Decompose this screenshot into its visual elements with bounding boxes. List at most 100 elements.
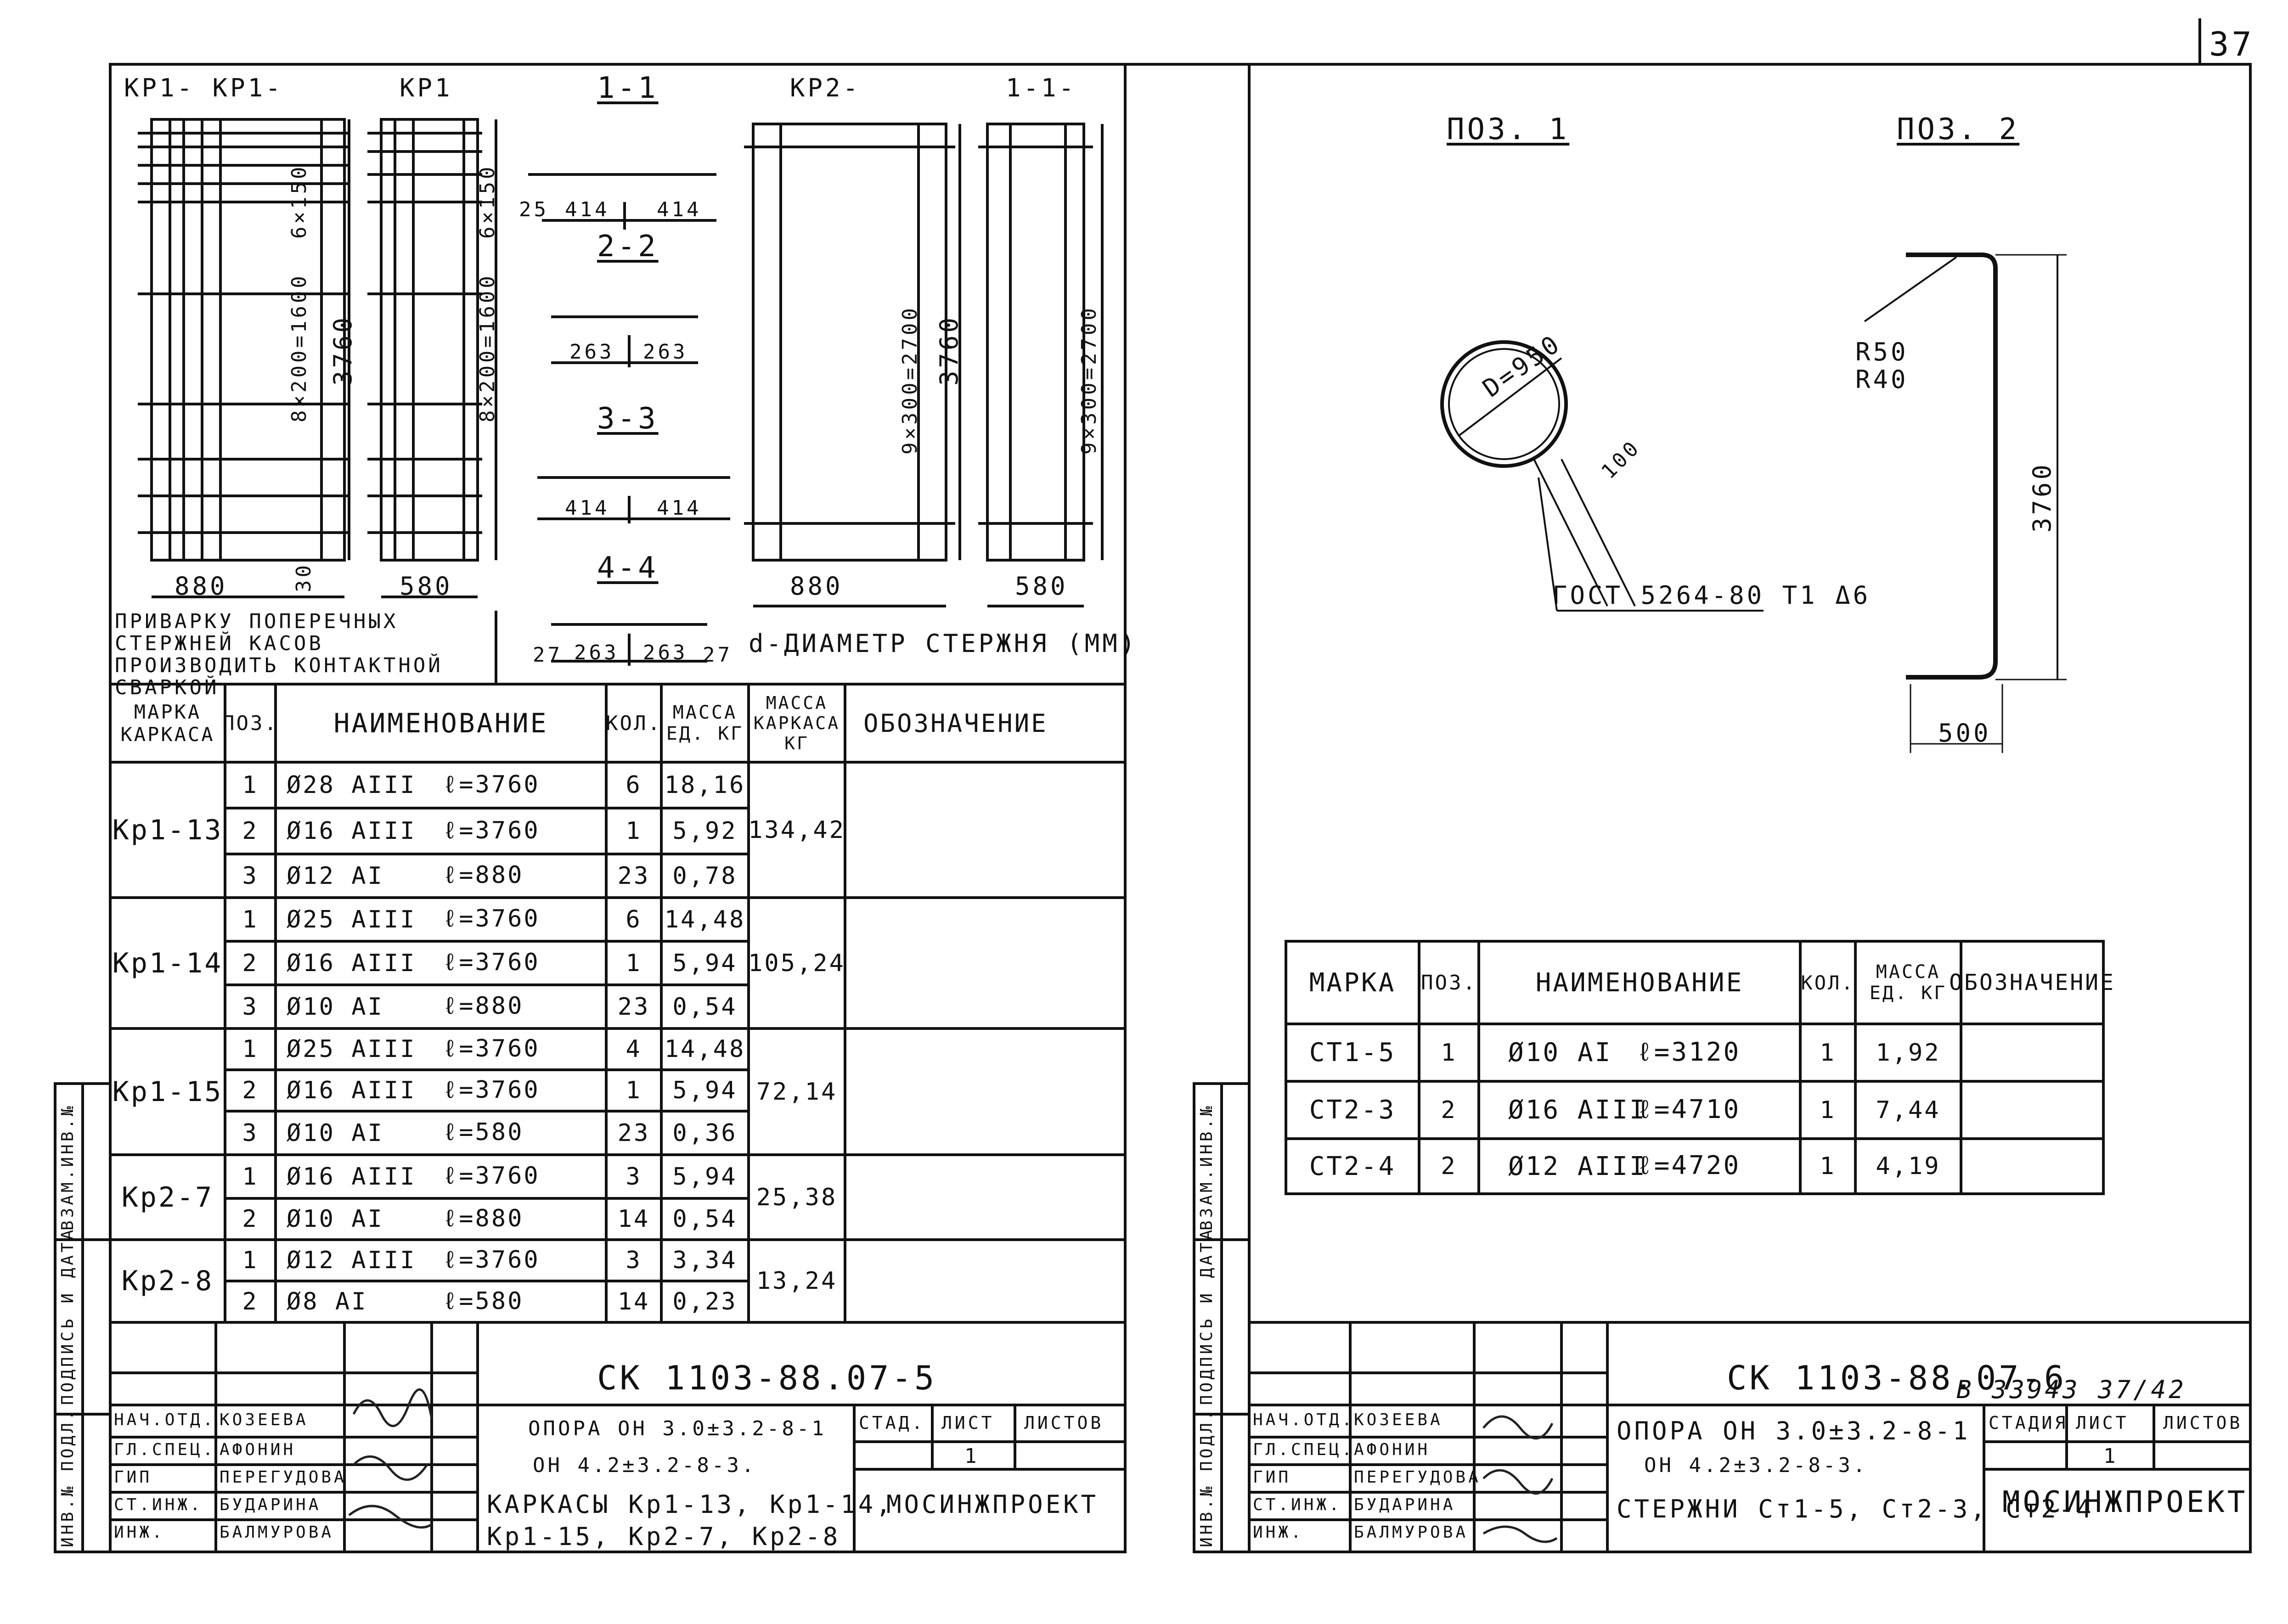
dim-3760-b: 3760 [935, 315, 964, 386]
left-sheet-label: ЛИСТ [941, 1413, 995, 1433]
th-unit-mass: МАССА ЕД. КГ [666, 702, 744, 744]
th-qty: КОЛ. [606, 711, 662, 735]
left-title-line2: ОН 4.2±3.2-8-3. [533, 1454, 757, 1477]
right-sheet-number: 1 [2103, 1444, 2119, 1468]
dim-580-b: 580 [1015, 572, 1068, 601]
length-cell: ℓ=3760 [443, 905, 540, 933]
name-cell: Ø12 АIII [287, 1247, 417, 1274]
right-stamp-role: НАЧ.ОТД. [1253, 1410, 1355, 1429]
th-frame-mark: МАРКА КАРКАСА [120, 701, 215, 746]
left-stamp-role: ИНЖ. [114, 1523, 165, 1542]
left-title-line4: Кр1-15, Кр2-7, Кр2-8 [487, 1522, 841, 1551]
pos-cell: 3 [242, 993, 259, 1021]
qty-cell: 14 [617, 1288, 650, 1315]
dim-880-a: 880 [175, 572, 228, 601]
frame-mass-cell: 25,38 [756, 1183, 838, 1211]
rt-th-qty: КОЛ. [1801, 971, 1855, 994]
rt-th-pos: ПОЗ. [1421, 971, 1477, 995]
qty-cell: 4 [626, 1035, 642, 1063]
rt-th-name: НАИМЕНОВАНИЕ [1535, 967, 1744, 998]
pos-cell: 2 [242, 817, 259, 845]
left-side-label-replace: ВЗАМ.ИНВ.№ [58, 1103, 77, 1231]
pos-cell: 2 [242, 1205, 259, 1233]
right-stamp-name: АФОНИН [1354, 1440, 1431, 1459]
name-cell: Ø25 АIII [287, 905, 417, 933]
dim-580-a: 580 [400, 572, 453, 601]
dim-9x300-a: 9×300=2700 [898, 305, 922, 455]
dim-414-a: 414 [565, 198, 610, 221]
left-stage-label: СТАД. [859, 1413, 925, 1433]
unit-mass-cell: 3,34 [672, 1247, 738, 1274]
section-1-1-label: 1-1 [597, 71, 659, 105]
unit-mass-cell: 5,92 [672, 817, 738, 845]
pos-cell: 1 [242, 905, 259, 933]
cage-kp2b-label: 1-1- [1006, 73, 1077, 102]
length-cell: ℓ=3760 [443, 1162, 540, 1190]
left-side-label-inventory: ИНВ.№ ПОДЛ. [58, 1407, 77, 1547]
section-3-3-label: 3-3 [597, 402, 659, 436]
rt-length-cell: ℓ=3120 [1637, 1037, 1741, 1067]
unit-mass-cell: 18,16 [664, 771, 746, 799]
bar-length-3760: 3760 [2028, 461, 2057, 533]
name-cell: Ø10 АI [287, 1119, 384, 1147]
dim-8x200-a: 8×200=1600 [287, 273, 311, 422]
length-cell: ℓ=580 [443, 1287, 524, 1315]
rt-qty-cell: 1 [1820, 1152, 1836, 1180]
qty-cell: 23 [617, 993, 650, 1021]
length-cell: ℓ=3760 [443, 1076, 540, 1104]
length-cell: ℓ=580 [443, 1118, 524, 1146]
length-cell: ℓ=880 [443, 861, 524, 889]
position-1-label: ПОЗ. 1 [1447, 112, 1570, 146]
qty-cell: 6 [626, 905, 642, 933]
left-sheet-number: 1 [964, 1444, 980, 1468]
right-side-label-signature: ПОДПИСЬ И ДАТА [1197, 1227, 1216, 1405]
unit-mass-cell: 0,36 [672, 1119, 738, 1147]
unit-mass-cell: 14,48 [664, 1035, 746, 1063]
right-sheets-label: ЛИСТОВ [2163, 1413, 2243, 1433]
qty-cell: 1 [626, 817, 642, 845]
th-frame-mass: МАССА КАРКАСА КГ [753, 693, 840, 753]
name-cell: Ø28 АIII [287, 771, 417, 799]
right-organization: МОСИНЖПРОЕКТ [2002, 1485, 2248, 1519]
name-cell: Ø25 АIII [287, 1035, 417, 1063]
rt-name-cell: Ø12 АIII [1508, 1151, 1647, 1181]
left-doc-code: СК 1103-88.07-5 [597, 1359, 937, 1397]
name-cell: Ø16 АIII [287, 817, 417, 845]
left-title-line1: ОПОРА ОН 3.0±3.2-8-1 [528, 1417, 827, 1440]
left-stamp-name: ПЕРЕГУДОВА [220, 1468, 347, 1487]
dim-8x200-b: 8×200=1600 [476, 273, 499, 422]
unit-mass-cell: 0,54 [672, 993, 738, 1021]
cage-kp1-pair-label: КР1- КР1- [124, 73, 283, 102]
right-side-label-replace: ВЗАМ.ИНВ.№ [1197, 1103, 1216, 1231]
length-cell: ℓ=3760 [443, 949, 540, 976]
length-cell: ℓ=880 [443, 1204, 524, 1232]
pos-cell: 1 [242, 1035, 259, 1063]
left-sheets-label: ЛИСТОВ [1024, 1413, 1104, 1433]
length-cell: ℓ=3760 [443, 816, 540, 844]
frame-mass-cell: 134,42 [748, 816, 845, 844]
pos-cell: 1 [242, 1247, 259, 1274]
rt-length-cell: ℓ=4710 [1637, 1094, 1741, 1124]
left-stamp-role: НАЧ.ОТД. [114, 1410, 216, 1429]
left-stamp-name: КОЗЕЕВА [220, 1410, 309, 1429]
rt-unit-mass-cell: 1,92 [1876, 1039, 1941, 1067]
frame-mark-cell: Кр1-14 [112, 947, 223, 979]
rt-mark-cell: СТ1-5 [1309, 1038, 1396, 1068]
pos-cell: 2 [242, 949, 259, 977]
left-stamp-role: ГИП [114, 1468, 152, 1487]
dim-30: 30 [292, 562, 316, 592]
name-cell: Ø16 АIII [287, 949, 417, 977]
left-stamp-role: СТ.ИНЖ. [114, 1495, 203, 1514]
dim-3760-a: 3760 [328, 315, 357, 386]
rt-qty-cell: 1 [1820, 1039, 1836, 1067]
pos-cell: 2 [242, 1077, 259, 1104]
bend-radius-r50: R50 [1855, 337, 1909, 366]
right-stamp-name: КОЗЕЕВА [1354, 1410, 1443, 1429]
right-sheet-label: ЛИСТ [2076, 1413, 2129, 1433]
dim-414-d: 414 [657, 496, 702, 520]
name-cell: Ø16 АIII [287, 1077, 417, 1104]
length-cell: ℓ=3760 [443, 1034, 540, 1062]
name-cell: Ø8 АI [287, 1288, 368, 1315]
pos-cell: 3 [242, 1119, 259, 1147]
